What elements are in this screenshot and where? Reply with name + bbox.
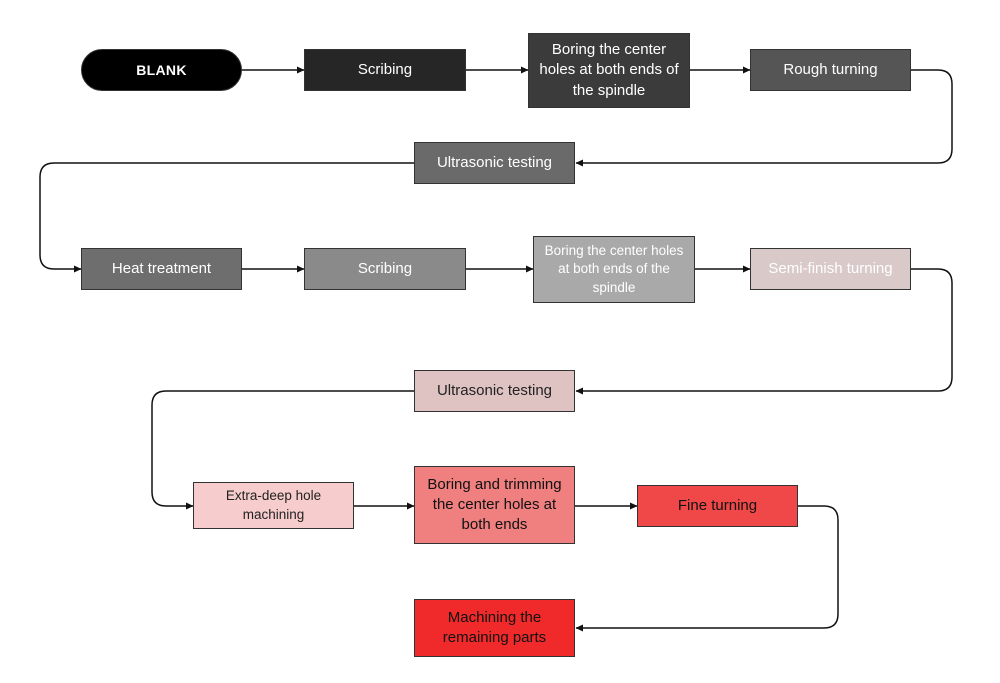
- node-blank: BLANK: [81, 49, 242, 91]
- node-boring-center-holes-2: Boring the center holes at both ends of …: [533, 236, 695, 303]
- node-machining-remaining-parts: Machining the remaining parts: [414, 599, 575, 657]
- node-heat-treatment: Heat treatment: [81, 248, 242, 290]
- node-ultrasonic-testing-2: Ultrasonic testing: [414, 370, 575, 412]
- arrow-ultrasonic-to-heat-treatment: [39, 162, 414, 273]
- node-scribing-2-label: Scribing: [357, 259, 413, 277]
- arrow-ultrasonic-to-extra-deep: [151, 390, 414, 510]
- arrow-rough-turning-to-ultrasonic: [575, 69, 953, 167]
- node-scribing-2: Scribing: [304, 248, 466, 290]
- node-ultrasonic-testing-label: Ultrasonic testing: [436, 153, 553, 171]
- node-boring-and-trimming-label: Boring and trimming the center holes at …: [427, 475, 562, 534]
- node-blank-label: BLANK: [136, 61, 187, 78]
- node-extra-deep-hole-machining-label: Extra-deep hole machining: [225, 488, 322, 522]
- node-rough-turning: Rough turning: [750, 49, 911, 91]
- node-extra-deep-hole-machining: Extra-deep hole machining: [193, 482, 354, 529]
- node-ultrasonic-testing-2-label: Ultrasonic testing: [436, 381, 553, 399]
- node-boring-center-holes-2-label: Boring the center holes at both ends of …: [544, 243, 684, 295]
- node-machining-remaining-parts-label: Machining the remaining parts: [442, 608, 547, 646]
- arrow-semi-finish-to-ultrasonic: [575, 268, 953, 395]
- node-scribing: Scribing: [304, 49, 466, 91]
- node-fine-turning-label: Fine turning: [677, 496, 758, 514]
- node-heat-treatment-label: Heat treatment: [111, 259, 212, 277]
- node-boring-center-holes-label: Boring the center holes at both ends of …: [539, 41, 679, 99]
- node-ultrasonic-testing: Ultrasonic testing: [414, 142, 575, 184]
- node-fine-turning: Fine turning: [637, 485, 798, 527]
- node-boring-center-holes: Boring the center holes at both ends of …: [528, 33, 690, 108]
- node-boring-and-trimming: Boring and trimming the center holes at …: [414, 466, 575, 544]
- node-rough-turning-label: Rough turning: [783, 60, 878, 78]
- node-scribing-label: Scribing: [357, 60, 413, 78]
- arrow-fine-turning-to-remaining: [575, 505, 839, 632]
- node-semi-finish-turning-label: Semi-finish turning: [768, 259, 893, 277]
- node-semi-finish-turning: Semi-finish turning: [750, 248, 911, 290]
